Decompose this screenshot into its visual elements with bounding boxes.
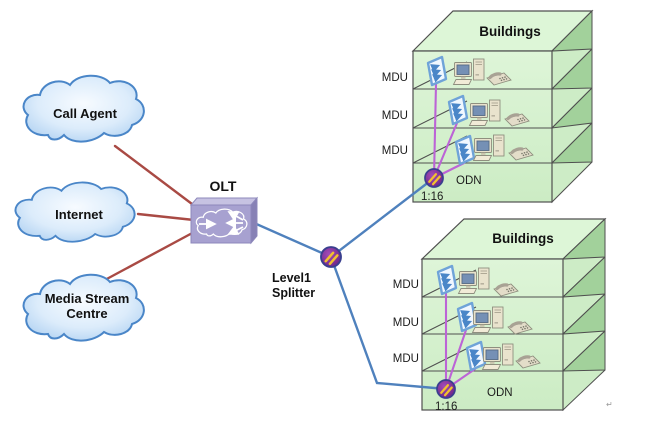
mdu-device-icon (467, 342, 485, 370)
olt-box-side (250, 196, 258, 245)
olt-split-arrows-icon (199, 211, 244, 235)
building-bottom-mdu-label-2: MDU (393, 317, 419, 329)
odn-splitter-top-icon (423, 167, 445, 189)
building-bottom-title: Buildings (492, 231, 554, 246)
building-top-odn-label: ODN (456, 175, 482, 187)
building-bottom-mdu-label-3: MDU (393, 353, 419, 365)
cloud-media-label-line2: Centre (66, 306, 107, 321)
building-top-title: Buildings (479, 24, 541, 39)
stray-anchor-mark: ↵ (606, 400, 613, 409)
link-call-agent-olt (113, 144, 198, 209)
link-olt-splitter (250, 220, 333, 259)
level1-splitter-label-line1: Level1 (272, 271, 311, 285)
olt-label: OLT (210, 178, 237, 194)
building-top-mdu-label-3: MDU (382, 145, 408, 157)
building-top-ratio-label: 1:16 (421, 191, 443, 203)
building-bottom-ratio-label: 1:16 (435, 401, 457, 413)
link-splitter-odn-bottom (329, 255, 448, 391)
building-bottom-mdu-label-1: MDU (393, 279, 419, 291)
service-links (101, 144, 198, 283)
link-internet-olt (136, 212, 196, 222)
drop-bottom-floor2 (444, 328, 468, 391)
building-bottom-side (561, 217, 606, 412)
cloud-call-agent-label: Call Agent (53, 106, 117, 121)
olt-node (189, 196, 259, 245)
building-top-mdu-label-2: MDU (382, 110, 408, 122)
mdu-device-icon (428, 57, 446, 85)
level1-splitter-icon (319, 245, 343, 269)
drop-top-floor2 (432, 121, 459, 180)
building-bottom-odn-label: ODN (487, 387, 513, 399)
drop-top-floor1 (432, 82, 438, 180)
building-top-mdu-label-1: MDU (382, 72, 408, 84)
link-media-centre-olt (101, 229, 198, 283)
building-top-side (550, 9, 593, 204)
mdu-device-icon (438, 266, 456, 294)
level1-splitter-label-line2: Splitter (272, 286, 315, 300)
cloud-media-label-line1: Media Stream (45, 291, 130, 306)
cloud-internet-label: Internet (55, 207, 103, 222)
odn-splitter-bottom-icon (435, 378, 457, 400)
olt-box-top (189, 197, 259, 206)
link-splitter-odn-top (329, 176, 436, 259)
mdu-device-icon (456, 136, 474, 164)
fiber-links (250, 176, 448, 391)
mdu-device-icon (449, 96, 467, 124)
